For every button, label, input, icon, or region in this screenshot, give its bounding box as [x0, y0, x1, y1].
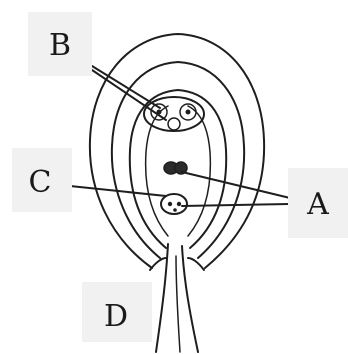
pointer-a-upper [182, 172, 290, 198]
label-a: A [288, 168, 348, 238]
egg-apparatus [161, 194, 187, 214]
antipodal-cells [144, 97, 204, 131]
funicle-left [156, 244, 168, 352]
label-c: C [12, 148, 72, 212]
pointer-a-lower [182, 204, 290, 206]
micropyle-lip-left [150, 258, 166, 270]
micropyle-lip-right [188, 258, 204, 270]
svg-text:D: D [104, 299, 128, 334]
label-d: D [82, 282, 152, 342]
embryo-sac-inner-right [188, 106, 210, 236]
funicle-center [176, 256, 180, 352]
pointer-b-lower [92, 70, 166, 120]
svg-text:A: A [306, 187, 329, 222]
label-b: B [28, 12, 92, 76]
svg-text:C: C [29, 165, 52, 200]
outer-integument [90, 34, 264, 268]
svg-text:B: B [49, 28, 71, 63]
